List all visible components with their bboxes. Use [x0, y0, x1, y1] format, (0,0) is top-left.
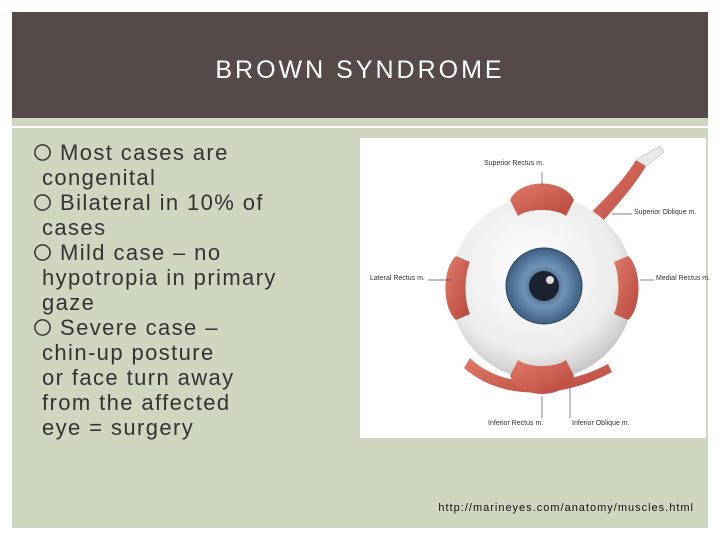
circle-bullet-icon	[34, 244, 51, 261]
title-bar: BROWN SYNDROME	[12, 12, 708, 118]
label-inferior-rectus: Inferior Rectus m.	[488, 420, 544, 427]
bullet-text-line: cases	[42, 215, 107, 240]
bullet-text-line: congenital	[42, 165, 157, 190]
slide-title: BROWN SYNDROME	[215, 56, 505, 84]
eye-muscle-illustration	[428, 145, 665, 418]
circle-bullet-icon	[34, 144, 51, 161]
lateral-rectus-muscle	[445, 256, 470, 320]
label-inferior-oblique: Inferior Oblique m.	[572, 420, 630, 427]
superior-rectus-muscle	[510, 183, 574, 216]
bullet-item: Mild case – no hypotropia in primary gaz…	[30, 240, 360, 315]
bullet-text-line: or face turn away	[42, 365, 235, 390]
pupil-highlight	[546, 276, 554, 284]
slide: BROWN SYNDROME Most cases are congenital…	[12, 12, 710, 528]
medial-rectus-muscle	[614, 256, 639, 320]
label-superior-rectus: Superior Rectus m.	[484, 160, 544, 167]
label-medial-rectus: Medial Rectus m.	[656, 275, 711, 282]
title-divider	[12, 126, 708, 128]
bullet-text-line: eye = surgery	[42, 415, 195, 440]
bullet-list: Most cases are congenital Bilateral in 1…	[30, 140, 360, 440]
bullet-item: Bilateral in 10% of cases	[30, 190, 360, 240]
bullet-text-line: hypotropia in primary	[42, 265, 277, 290]
bullet-text-line: Most cases are	[60, 140, 229, 165]
bullet-text-line: Mild case – no	[60, 240, 222, 265]
circle-bullet-icon	[34, 319, 51, 336]
label-superior-oblique: Superior Oblique m.	[634, 209, 697, 216]
superior-oblique-tendon	[635, 145, 665, 167]
bullet-text-line: Severe case –	[60, 315, 219, 340]
image-credit-link[interactable]: http://marineyes.com/anatomy/muscles.htm…	[438, 502, 694, 514]
bullet-text-line: gaze	[42, 290, 96, 315]
pupil	[529, 271, 559, 301]
bullet-item: Most cases are congenital	[30, 140, 360, 190]
label-lateral-rectus: Lateral Rectus m.	[370, 275, 425, 282]
bullet-text-line: from the affected	[42, 390, 231, 415]
bullet-item: Severe case – chin-up posture or face tu…	[30, 315, 360, 440]
eye-muscle-diagram: Superior Rectus m. Superior Oblique m. L…	[360, 138, 710, 438]
circle-bullet-icon	[34, 194, 51, 211]
inferior-oblique-muscle	[464, 358, 612, 393]
bullet-text-line: chin-up posture	[42, 340, 215, 365]
bullet-text-line: Bilateral in 10% of	[60, 190, 264, 215]
inferior-rectus-muscle	[510, 360, 574, 394]
